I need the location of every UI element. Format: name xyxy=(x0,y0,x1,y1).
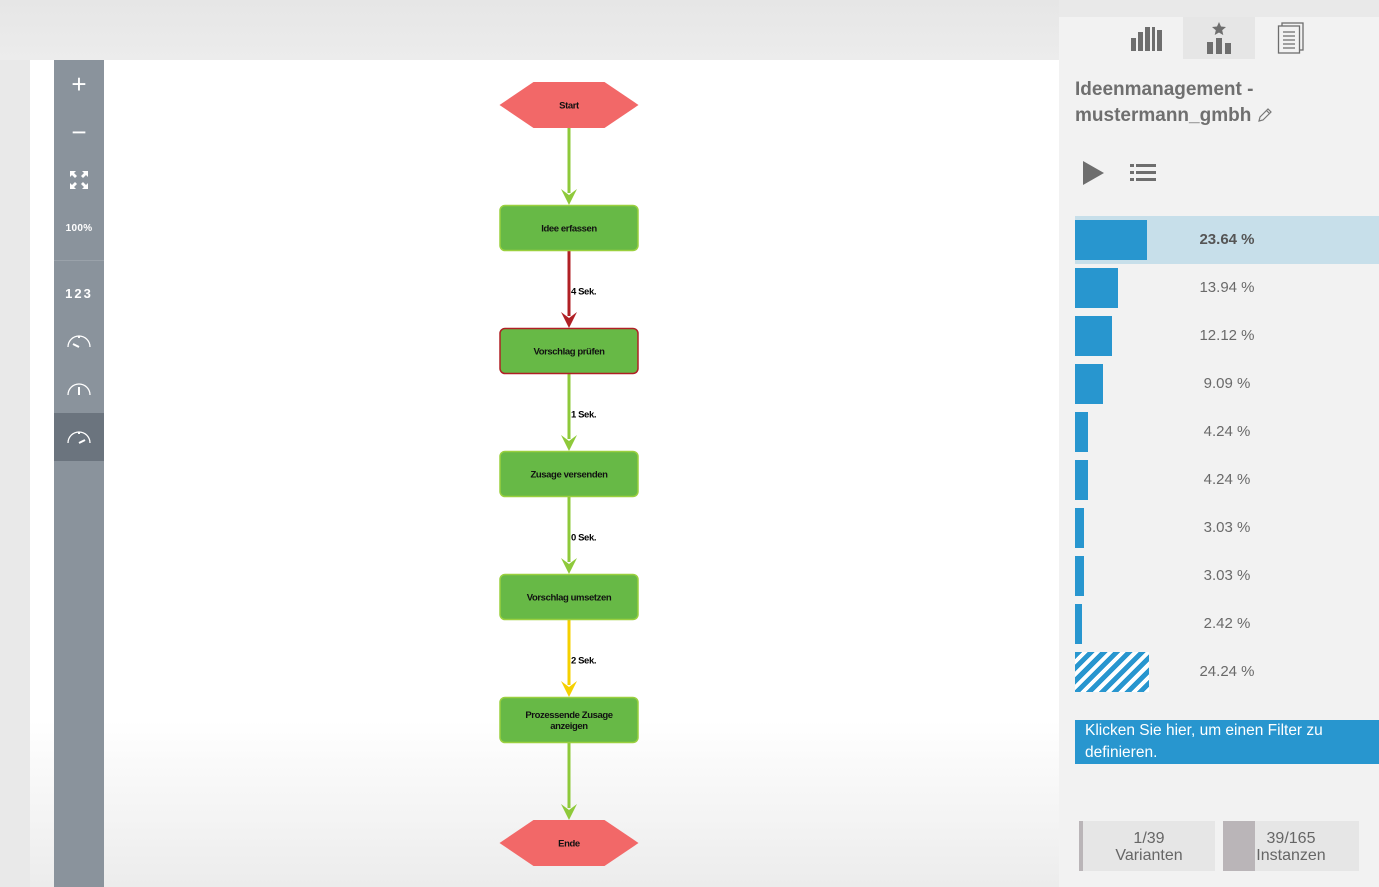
activity-node[interactable] xyxy=(499,204,639,252)
speedometer-slow-icon xyxy=(67,335,91,348)
activity-node[interactable] xyxy=(499,327,639,375)
tab-statistics[interactable] xyxy=(1111,17,1183,59)
variant-bar xyxy=(1075,652,1149,692)
variant-row[interactable]: 3.03 % xyxy=(1075,552,1379,600)
minus-icon: − xyxy=(71,116,87,147)
variant-row[interactable]: 4.24 % xyxy=(1075,408,1379,456)
variant-percentage: 4.24 % xyxy=(1203,471,1251,488)
variant-percentage: 2.42 % xyxy=(1203,615,1251,632)
variant-bar xyxy=(1075,268,1118,308)
variant-row[interactable]: 23.64 % xyxy=(1075,216,1379,264)
speedometer-fast-icon xyxy=(67,431,91,444)
process-title: Ideenmanagement - mustermann_gmbh xyxy=(1075,77,1365,129)
terminal-node[interactable] xyxy=(499,820,639,866)
speed-slow-button[interactable] xyxy=(54,317,104,365)
variant-bar xyxy=(1075,508,1085,548)
define-filter-button[interactable]: Klicken Sie hier, um einen Filter zu def… xyxy=(1075,720,1379,764)
variant-percentage: 3.03 % xyxy=(1203,567,1251,584)
variant-row[interactable]: 9.09 % xyxy=(1075,360,1379,408)
arrow-head-icon xyxy=(561,312,577,328)
arrow-head-icon xyxy=(561,435,577,451)
canvas-toolbar: + − 100% 123 xyxy=(54,60,104,887)
list-icon[interactable] xyxy=(1130,163,1156,183)
edge-duration-label: 1 Sek. xyxy=(571,410,596,421)
edge-duration-label: 2 Sek. xyxy=(571,656,596,667)
variant-bar xyxy=(1075,604,1083,644)
speedometer-medium-icon xyxy=(67,383,91,396)
node-label: Zusage versenden xyxy=(530,470,608,481)
variant-bar xyxy=(1075,316,1112,356)
variant-percentage: 23.64 % xyxy=(1199,231,1255,248)
node-label: Idee erfassen xyxy=(541,224,597,235)
bar-chart-icon xyxy=(1131,27,1162,51)
documents-icon xyxy=(1277,22,1304,54)
side-panel: Ideenmanagement - mustermann_gmbh 23.64 … xyxy=(1059,17,1379,887)
edge-duration-label: 0 Sek. xyxy=(571,533,596,544)
variant-bar xyxy=(1075,412,1088,452)
plus-icon: + xyxy=(71,68,87,99)
node-label: Vorschlag umsetzen xyxy=(527,593,612,604)
variant-bar xyxy=(1075,556,1085,596)
variant-percentage: 3.03 % xyxy=(1203,519,1251,536)
variant-percentage: 24.24 % xyxy=(1199,663,1255,680)
variant-percentage: 9.09 % xyxy=(1203,375,1251,392)
tab-documents[interactable] xyxy=(1255,17,1327,59)
variant-bar xyxy=(1075,364,1103,404)
variant-bar xyxy=(1075,460,1088,500)
toolbar-divider xyxy=(54,260,104,261)
top-band xyxy=(0,0,1059,60)
arrow-head-icon xyxy=(561,558,577,574)
tab-variants[interactable] xyxy=(1183,17,1255,59)
variant-row[interactable]: 4.24 % xyxy=(1075,456,1379,504)
arrow-head-icon xyxy=(561,804,577,820)
edge-duration-label: 4 Sek. xyxy=(571,287,596,298)
variants-label: Varianten xyxy=(1115,847,1183,864)
node-label: Prozessende Zusage xyxy=(525,710,612,721)
show-numbers-button[interactable]: 123 xyxy=(54,269,104,317)
fit-screen-button[interactable] xyxy=(54,156,104,204)
zoom-100-button[interactable]: 100% xyxy=(54,204,104,252)
variant-row[interactable]: 12.12 % xyxy=(1075,312,1379,360)
process-title-text: Ideenmanagement - mustermann_gmbh xyxy=(1075,79,1254,126)
variant-row[interactable]: 24.24 % xyxy=(1075,648,1379,696)
activity-node[interactable] xyxy=(499,450,639,498)
expand-icon xyxy=(70,171,88,189)
variant-percentage: 12.12 % xyxy=(1199,327,1255,344)
variant-bar xyxy=(1075,220,1148,260)
activity-node[interactable] xyxy=(499,573,639,621)
speed-fast-button[interactable] xyxy=(54,413,104,461)
speed-medium-button[interactable] xyxy=(54,365,104,413)
variant-percentage: 13.94 % xyxy=(1199,279,1255,296)
variant-percentage: 4.24 % xyxy=(1203,423,1251,440)
ranking-star-icon xyxy=(1207,22,1231,54)
variants-counter[interactable]: 1/39 Varianten xyxy=(1079,821,1215,871)
zoom-in-button[interactable]: + xyxy=(54,60,104,108)
activity-node[interactable] xyxy=(499,696,639,744)
zoom-out-button[interactable]: − xyxy=(54,108,104,156)
node-label: Vorschlag prüfen xyxy=(533,347,605,358)
arrow-head-icon xyxy=(561,681,577,697)
instances-counter[interactable]: 39/165 Instanzen xyxy=(1223,821,1359,871)
node-label: anzeigen xyxy=(550,721,588,732)
variants-count: 1/39 xyxy=(1133,830,1165,847)
arrow-head-icon xyxy=(561,189,577,205)
instances-label: Instanzen xyxy=(1256,847,1326,864)
variant-row[interactable]: 2.42 % xyxy=(1075,600,1379,648)
zoom-level: 100% xyxy=(65,222,93,234)
variant-row[interactable]: 3.03 % xyxy=(1075,504,1379,552)
play-icon[interactable] xyxy=(1081,160,1105,186)
numbers-icon: 123 xyxy=(65,285,93,301)
pencil-icon[interactable] xyxy=(1257,107,1273,123)
node-label: Start xyxy=(559,101,580,112)
variant-row[interactable]: 13.94 % xyxy=(1075,264,1379,312)
terminal-node[interactable] xyxy=(499,82,639,128)
instances-count: 39/165 xyxy=(1266,830,1316,847)
node-label: Ende xyxy=(558,839,580,850)
